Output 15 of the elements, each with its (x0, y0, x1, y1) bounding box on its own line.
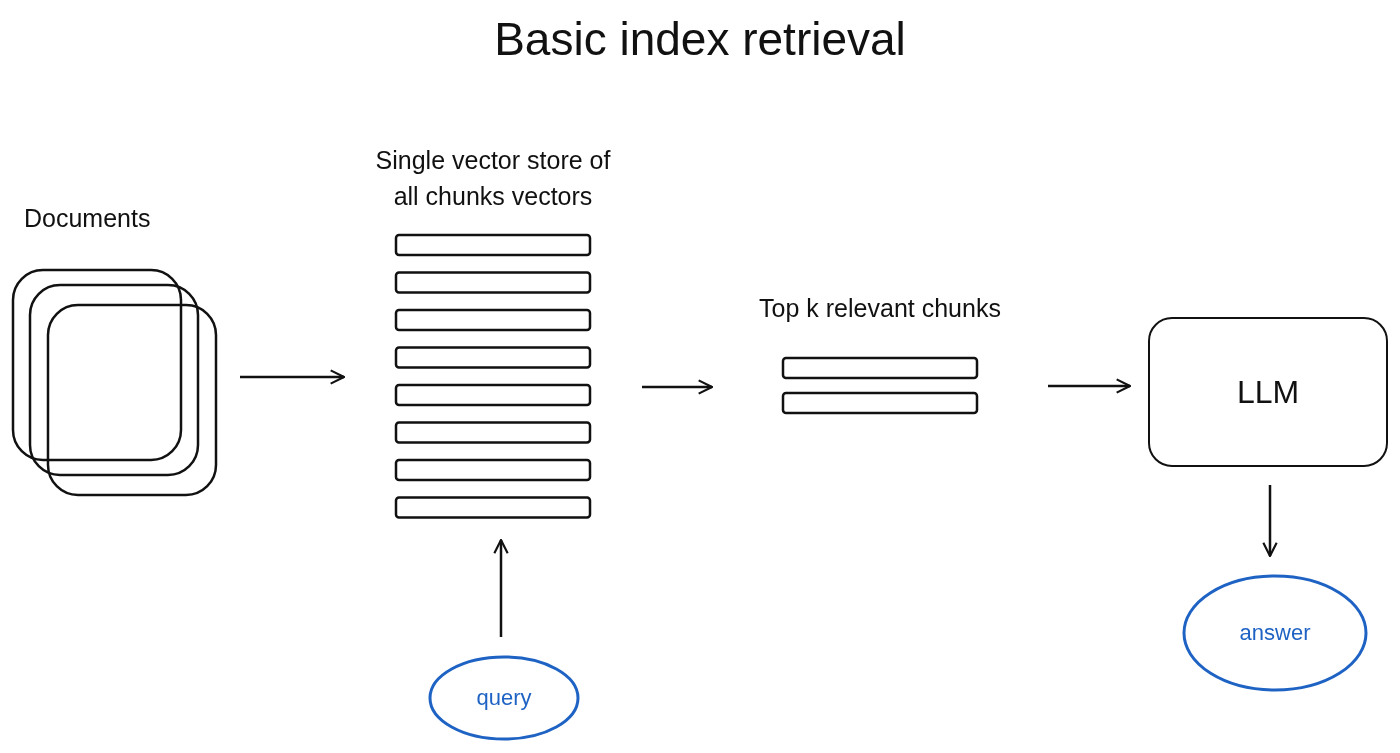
arrow (493, 538, 509, 637)
node-label: answer (1239, 620, 1311, 646)
arrow (1262, 485, 1278, 558)
arrow (240, 369, 346, 385)
ellipse-node (1182, 574, 1368, 692)
diagram-title: Basic index retrieval (493, 12, 907, 66)
arrow (1048, 378, 1132, 394)
node-label: query (476, 685, 532, 711)
node-label: Documents (24, 203, 152, 234)
node-label: Single vector store of all chunks vectors (374, 145, 612, 212)
node-label: Top k relevant chunks (758, 293, 1002, 324)
arrow (642, 379, 714, 395)
process-box (1148, 317, 1388, 467)
ellipse-node (428, 655, 580, 741)
node-label: LLM (1236, 373, 1300, 411)
